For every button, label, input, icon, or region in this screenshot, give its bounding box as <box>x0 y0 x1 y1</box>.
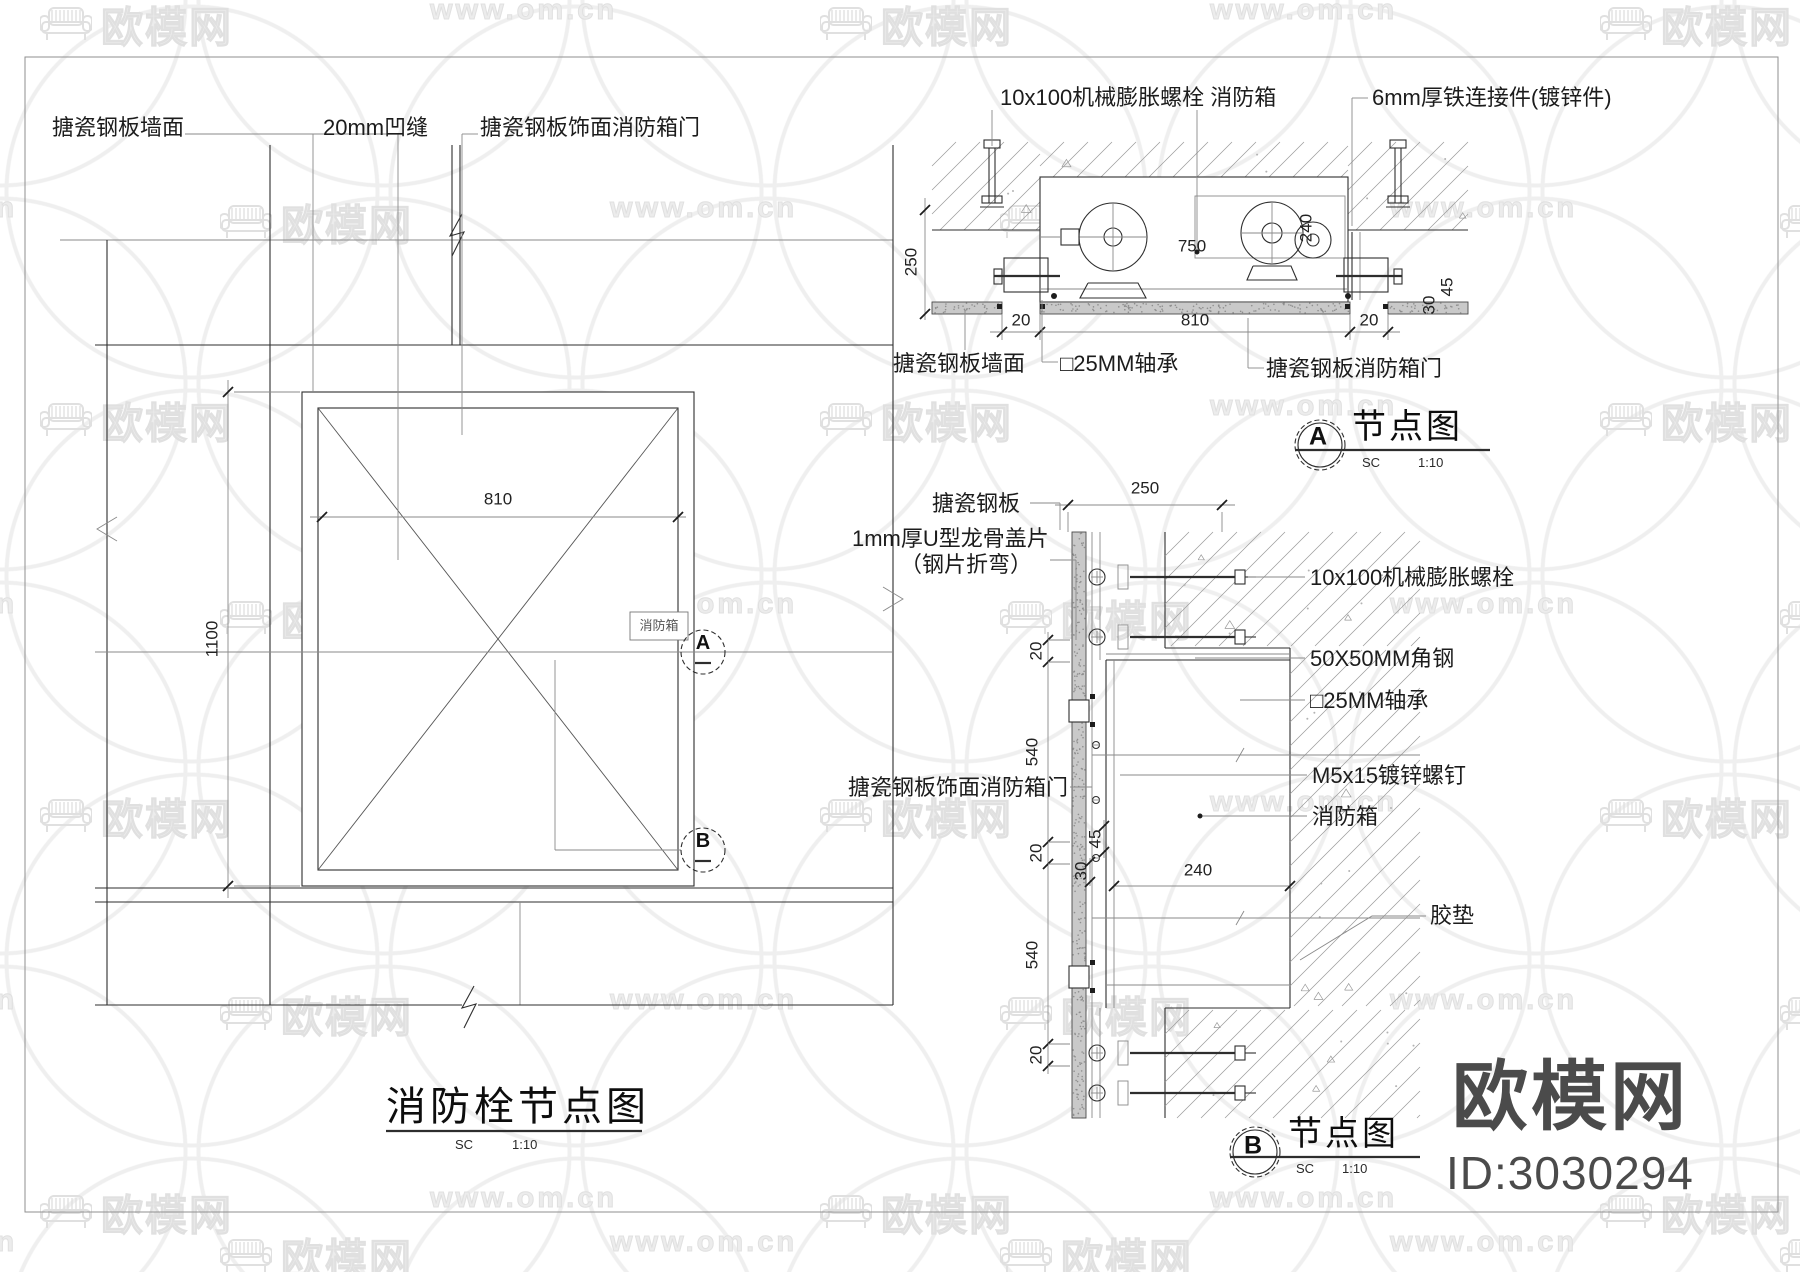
watermark-site: www.om.cn <box>0 588 18 621</box>
watermark-brand: 欧模网 <box>40 1182 233 1243</box>
detail-b-dim-540-2: 540 <box>1022 940 1042 970</box>
detail-b-marker: B <box>1243 1131 1263 1160</box>
detail-b-label-anchor: 10x100机械膨胀螺栓 <box>1310 565 1515 590</box>
elevation-scale-value: 1:10 <box>512 1137 538 1152</box>
detail-b-scale-label: SC <box>1296 1161 1315 1176</box>
detail-a-dim-20-left: 20 <box>1011 310 1031 330</box>
watermark-site: www.om.cn <box>1389 192 1578 225</box>
watermark-brand: 欧模网 <box>1780 1226 1800 1272</box>
watermark-brand: 欧模网 <box>820 1182 1013 1243</box>
watermark-site: www.om.cn <box>609 1226 798 1259</box>
detail-b-dim-20-1: 20 <box>1026 641 1046 661</box>
watermark-brand: 欧模网 <box>1780 588 1800 649</box>
elevation-dim-height: 1100 <box>202 620 222 658</box>
detail-b-label-door: 搪瓷钢板饰面消防箱门 <box>848 775 1069 800</box>
elevation-marker-b: B <box>695 830 711 852</box>
detail-b-dim-240: 240 <box>1183 860 1213 880</box>
watermark-site: www.om.cn <box>1389 588 1578 621</box>
detail-b-dim-250: 250 <box>1130 478 1160 498</box>
watermark-site: www.om.cn <box>429 1182 618 1215</box>
detail-a-dim-45: 45 <box>1437 277 1457 297</box>
watermark-site: www.om.cn <box>609 192 798 225</box>
watermark-brand: 欧模网 <box>1600 0 1793 55</box>
elevation-title: 消防栓节点图 <box>386 1085 650 1129</box>
watermark-brand: 欧模网 <box>220 984 413 1045</box>
detail-a-label-bearing: □25MM轴承 <box>1060 351 1179 376</box>
detail-a-title: 节点图 <box>1352 408 1463 446</box>
elevation-label-wall: 搪瓷钢板墙面 <box>52 115 185 140</box>
watermark-brand: 欧模网 <box>220 1226 413 1272</box>
detail-a-drawing <box>919 97 1490 471</box>
watermark-brand: 欧模网 <box>820 0 1013 55</box>
watermark-brand: 欧模网 <box>40 786 233 847</box>
detail-b-label-gasket: 胶垫 <box>1430 903 1475 928</box>
elevation-label-groove: 20mm凹缝 <box>323 115 429 140</box>
sheet-border <box>24 56 1779 1213</box>
watermark-brand: 欧模网 <box>1000 1226 1193 1272</box>
watermark-brand: 欧模网 <box>1600 786 1793 847</box>
site-logo: 欧模网 <box>1452 1055 1689 1140</box>
detail-b-dim-30: 30 <box>1071 861 1091 881</box>
elevation-drawing <box>60 133 904 1133</box>
detail-b-label-bearing: □25MM轴承 <box>1310 688 1429 713</box>
detail-b-dim-540-1: 540 <box>1022 737 1042 767</box>
detail-a-dim-240: 240 <box>1296 213 1316 243</box>
detail-a-label-wall: 搪瓷钢板墙面 <box>893 351 1026 376</box>
detail-b-title: 节点图 <box>1288 1115 1399 1153</box>
watermark-site: www.om.cn <box>1209 390 1398 423</box>
detail-a-label-connector: 6mm厚铁连接件(镀锌件) <box>1372 85 1612 110</box>
detail-a-scale-label: SC <box>1362 455 1381 470</box>
watermark-brand: 欧模网 <box>220 192 413 253</box>
elevation-box-tag: 消防箱 <box>639 617 679 633</box>
elevation-scale-label: SC <box>455 1137 474 1152</box>
watermark-brand: 欧模网 <box>1600 390 1793 451</box>
watermark-site: www.om.cn <box>429 0 618 27</box>
detail-a-marker: A <box>1308 422 1328 451</box>
watermark-site: www.om.cn <box>0 192 18 225</box>
detail-a-dim-750: 750 <box>1177 236 1207 256</box>
watermark-brand: 欧模网 <box>1780 984 1800 1045</box>
detail-a-scale-value: 1:10 <box>1418 455 1444 470</box>
detail-b-drawing <box>1030 499 1426 1178</box>
detail-b-dim-20-3: 20 <box>1026 1045 1046 1065</box>
watermark-site: www.om.cn <box>1389 1226 1578 1259</box>
watermark-brand: 欧模网 <box>40 390 233 451</box>
model-id: ID:3030294 <box>1446 1147 1694 1199</box>
watermark-brand: 欧模网 <box>1780 192 1800 253</box>
detail-b-label-u-cover-1: 1mm厚U型龙骨盖片 <box>852 526 1049 551</box>
detail-b-dim-20-2: 20 <box>1026 843 1046 863</box>
elevation-label-door: 搪瓷钢板饰面消防箱门 <box>480 115 701 140</box>
detail-b-scale-value: 1:10 <box>1342 1161 1368 1176</box>
watermark-site: www.om.cn <box>0 1226 18 1259</box>
detail-a-dim-810: 810 <box>1180 310 1210 330</box>
watermark-site: www.om.cn <box>1209 0 1398 27</box>
watermark-brand: 欧模网 <box>1600 1182 1793 1243</box>
detail-a-dim-250: 250 <box>901 247 921 277</box>
watermark-brand: 欧模网 <box>40 0 233 55</box>
detail-a-label-anchor-box: 10x100机械膨胀螺栓 消防箱 <box>1000 85 1277 110</box>
detail-b-label-box: 消防箱 <box>1312 804 1379 829</box>
watermark-site: www.om.cn <box>609 984 798 1017</box>
elevation-marker-a: A <box>695 632 711 654</box>
detail-b-dim-45: 45 <box>1085 829 1105 849</box>
watermark-brand: 欧模网 <box>820 390 1013 451</box>
watermark-site: www.om.cn <box>0 984 18 1017</box>
detail-b-label-screw: M5x15镀锌螺钉 <box>1312 763 1467 788</box>
detail-a-label-door: 搪瓷钢板消防箱门 <box>1266 356 1443 381</box>
watermark-site: www.om.cn <box>1209 1182 1398 1215</box>
detail-a-dim-20-right: 20 <box>1359 310 1379 330</box>
watermark-brand: 欧模网 <box>820 786 1013 847</box>
detail-b-label-u-cover-2: （钢片折弯） <box>900 552 1033 577</box>
detail-b-label-angle: 50X50MM角钢 <box>1310 646 1455 671</box>
watermark-site: www.om.cn <box>1209 786 1398 819</box>
detail-b-label-panel: 搪瓷钢板 <box>932 491 1021 516</box>
elevation-dim-width: 810 <box>483 489 513 509</box>
watermark-site: www.om.cn <box>1389 984 1578 1017</box>
detail-a-dim-30: 30 <box>1419 295 1439 315</box>
